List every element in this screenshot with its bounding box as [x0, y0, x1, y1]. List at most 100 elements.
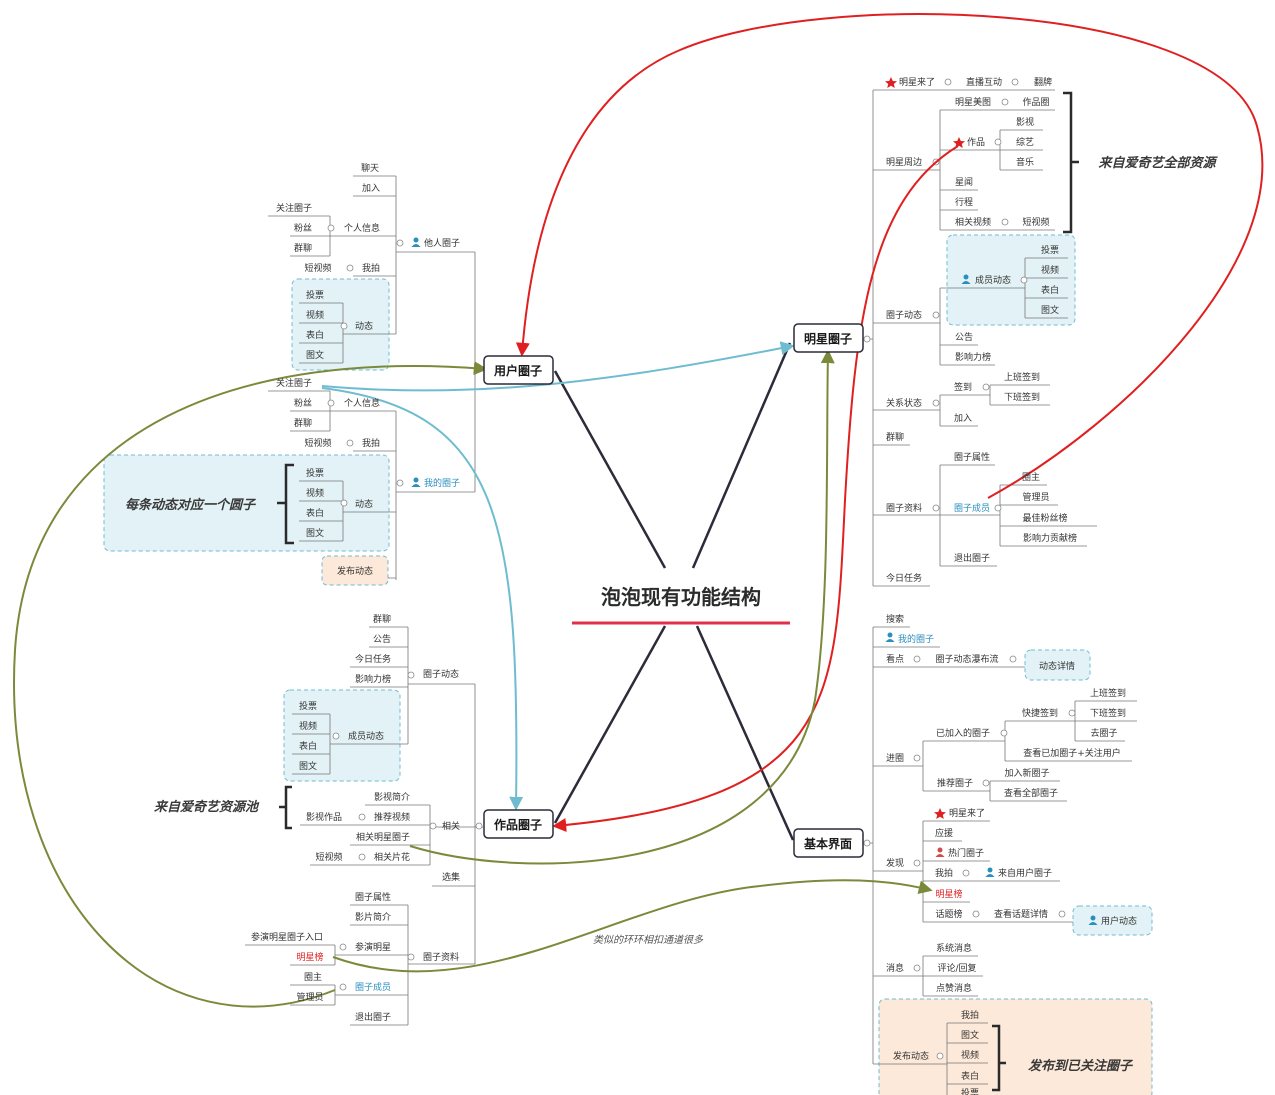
star-guanxi-xiaban: 下班签到 — [1004, 391, 1040, 403]
star-zhoubian-xinwen: 星闻 — [955, 177, 973, 188]
note-loop-channels: 类似的环环相扣通道很多 — [593, 934, 704, 946]
user-others-label[interactable]: 他人圈子 — [424, 237, 460, 249]
basic-faxian-yingyuan: 应援 — [935, 827, 953, 839]
user-mine-fensi: 粉丝 — [294, 397, 312, 409]
bracket-star-iqiyi — [1063, 91, 1079, 234]
basic-faxian-wopai: 我拍 — [935, 867, 953, 879]
basic-jinquan-label[interactable]: 进圈 — [886, 753, 904, 764]
user-others-wopai: 我拍 — [362, 262, 380, 274]
star-qzdt-tuwen: 图文 — [1041, 304, 1059, 316]
relation-red-works — [552, 145, 959, 832]
basic-faxian-huatixq: 查看话题详情 — [994, 908, 1048, 920]
works-qzdt-yingxiang: 影响力榜 — [355, 673, 391, 685]
basic-jinquan-jiaxin: 加入新圈子 — [1004, 767, 1049, 779]
works-xiangguan-label[interactable]: 相关 — [442, 820, 460, 832]
works-xiangguan-duanshipin: 短视频 — [315, 851, 342, 863]
basic-fabu-shipin: 视频 — [961, 1049, 979, 1061]
node-user-box[interactable] — [483, 355, 554, 385]
user-mine-dongtai: 动态 — [355, 498, 373, 510]
star-ziliao-quanzhu: 圈主 — [1022, 471, 1040, 483]
user-others-dongtai: 动态 — [355, 320, 373, 332]
basic-fabu-tuwen: 图文 — [961, 1029, 979, 1041]
star-zhoubian-duanshipin: 短视频 — [1022, 216, 1049, 228]
basic-fabu-label[interactable]: 发布动态 — [893, 1050, 929, 1062]
star-fanpai[interactable]: 翻牌 — [1034, 76, 1052, 88]
works-ziliao-chengyuan: 圈子成员 — [355, 981, 391, 993]
star-guanxi-qiandao: 签到 — [954, 381, 972, 393]
user-others-qunliao: 群聊 — [294, 242, 312, 254]
star-ziliao-guanliyuan: 管理员 — [1022, 491, 1049, 503]
node-basic-box[interactable] — [793, 828, 864, 858]
user-others-tuwen: 图文 — [306, 349, 324, 361]
relation-olive-basic — [332, 879, 933, 973]
basic-jinquan-qu: 去圈子 — [1090, 727, 1117, 739]
note-quanzi-each: 每条动态对应一个圆子 — [125, 497, 257, 513]
basic-jinquan-shangban: 上班签到 — [1090, 687, 1126, 699]
relation-olive-user — [13, 361, 488, 1008]
user-others-duanshipin: 短视频 — [304, 262, 331, 274]
star-zhoubian-yingshi: 影视 — [1016, 116, 1034, 128]
basic-xiaoxi-dianzan: 点赞消息 — [936, 982, 972, 994]
basic-xiaoxi-pinglun: 评论/回复 — [937, 962, 976, 974]
basic-xiaoxi-label[interactable]: 消息 — [886, 962, 904, 974]
works-qzdt-jinri: 今日任务 — [355, 653, 391, 665]
works-xiangguan-pianhua: 相关片花 — [374, 851, 410, 863]
star-guanxi-jiaru: 加入 — [954, 413, 972, 424]
bracket-basic-fabu — [992, 1024, 1006, 1092]
user-mine-label[interactable]: 我的圈子 — [424, 477, 460, 489]
user-mine-guanzhu: 关注圈子 — [276, 377, 312, 389]
star-zhoubian-xingcheng: 行程 — [955, 196, 973, 208]
works-ziliao-canyan: 参演明星 — [355, 941, 391, 953]
works-xiangguan-yingshijianjie: 影视简介 — [374, 791, 410, 803]
box-user-mine-dongtai — [103, 454, 390, 552]
works-ziliao-quanzhu: 圈主 — [304, 971, 322, 983]
user-mine-shipin: 视频 — [306, 487, 324, 499]
hub-line-works — [553, 625, 667, 824]
star-guanxi-label[interactable]: 关系状态 — [886, 397, 922, 409]
star-icon — [885, 77, 965, 819]
star-mxll[interactable]: 明星来了 — [899, 77, 935, 88]
star-zhoubian-zongyi: 综艺 — [1016, 136, 1034, 148]
works-ziliao-label[interactable]: 圈子资料 — [423, 951, 459, 963]
star-ziliao-label[interactable]: 圈子资料 — [886, 502, 922, 514]
basic-kandian-xiangqing: 动态详情 — [1039, 660, 1075, 672]
node-works-box[interactable] — [483, 809, 554, 839]
user-others-biaobai: 表白 — [306, 329, 324, 341]
user-mine-toupiao: 投票 — [306, 467, 324, 479]
star-guanxi-shangban: 上班签到 — [1004, 371, 1040, 383]
basic-kandian-label[interactable]: 看点 — [886, 653, 904, 665]
box-user-fabu — [321, 555, 389, 586]
works-xuanji[interactable]: 选集 — [442, 871, 460, 883]
star-zbhd[interactable]: 直播互动 — [966, 76, 1002, 88]
works-qzdt-label[interactable]: 圈子动态 — [423, 668, 459, 680]
basic-faxian-yonghu: 用户动态 — [1101, 915, 1137, 927]
star-zhoubian-zuopinji: 作品圈 — [1022, 96, 1049, 108]
works-qzdt-chengyuan: 成员动态 — [348, 730, 384, 742]
user-others-fensi: 粉丝 — [294, 222, 312, 234]
star-qzdt-shipin: 视频 — [1041, 264, 1059, 276]
node-star-box[interactable] — [793, 323, 864, 353]
node-star[interactable]: 明星圈子 — [804, 331, 852, 346]
star-qzdt-label[interactable]: 圈子动态 — [886, 309, 922, 321]
node-basic[interactable]: 基本界面 — [803, 836, 852, 851]
user-mine-qunliao: 群聊 — [294, 417, 312, 429]
user-others-jiaru: 加入 — [362, 183, 380, 194]
basic-wode[interactable]: 我的圈子 — [898, 633, 934, 645]
user-others-liaotian: 聊天 — [361, 162, 379, 174]
basic-faxian-label[interactable]: 发现 — [886, 857, 904, 869]
star-jinri[interactable]: 今日任务 — [886, 572, 922, 584]
node-user[interactable]: 用户圈子 — [493, 363, 542, 378]
node-works[interactable]: 作品圈子 — [494, 817, 542, 832]
relation-cyan-star — [321, 341, 795, 392]
hub-line-user — [553, 370, 667, 569]
user-mine-fabu[interactable]: 发布动态 — [337, 565, 373, 577]
basic-sousuo[interactable]: 搜索 — [886, 613, 904, 625]
box-basic-yonghu — [1072, 905, 1153, 936]
bracket-works-iqiyi — [279, 785, 292, 830]
star-zhoubian-label[interactable]: 明星周边 — [886, 157, 922, 168]
works-xiangguan-yingshizuopin: 影视作品 — [306, 811, 342, 823]
works-qzdt-qunliao: 群聊 — [373, 613, 391, 625]
basic-kandian-pubuliu: 圈子动态瀑布流 — [935, 653, 998, 665]
star-qunliao[interactable]: 群聊 — [886, 431, 904, 443]
